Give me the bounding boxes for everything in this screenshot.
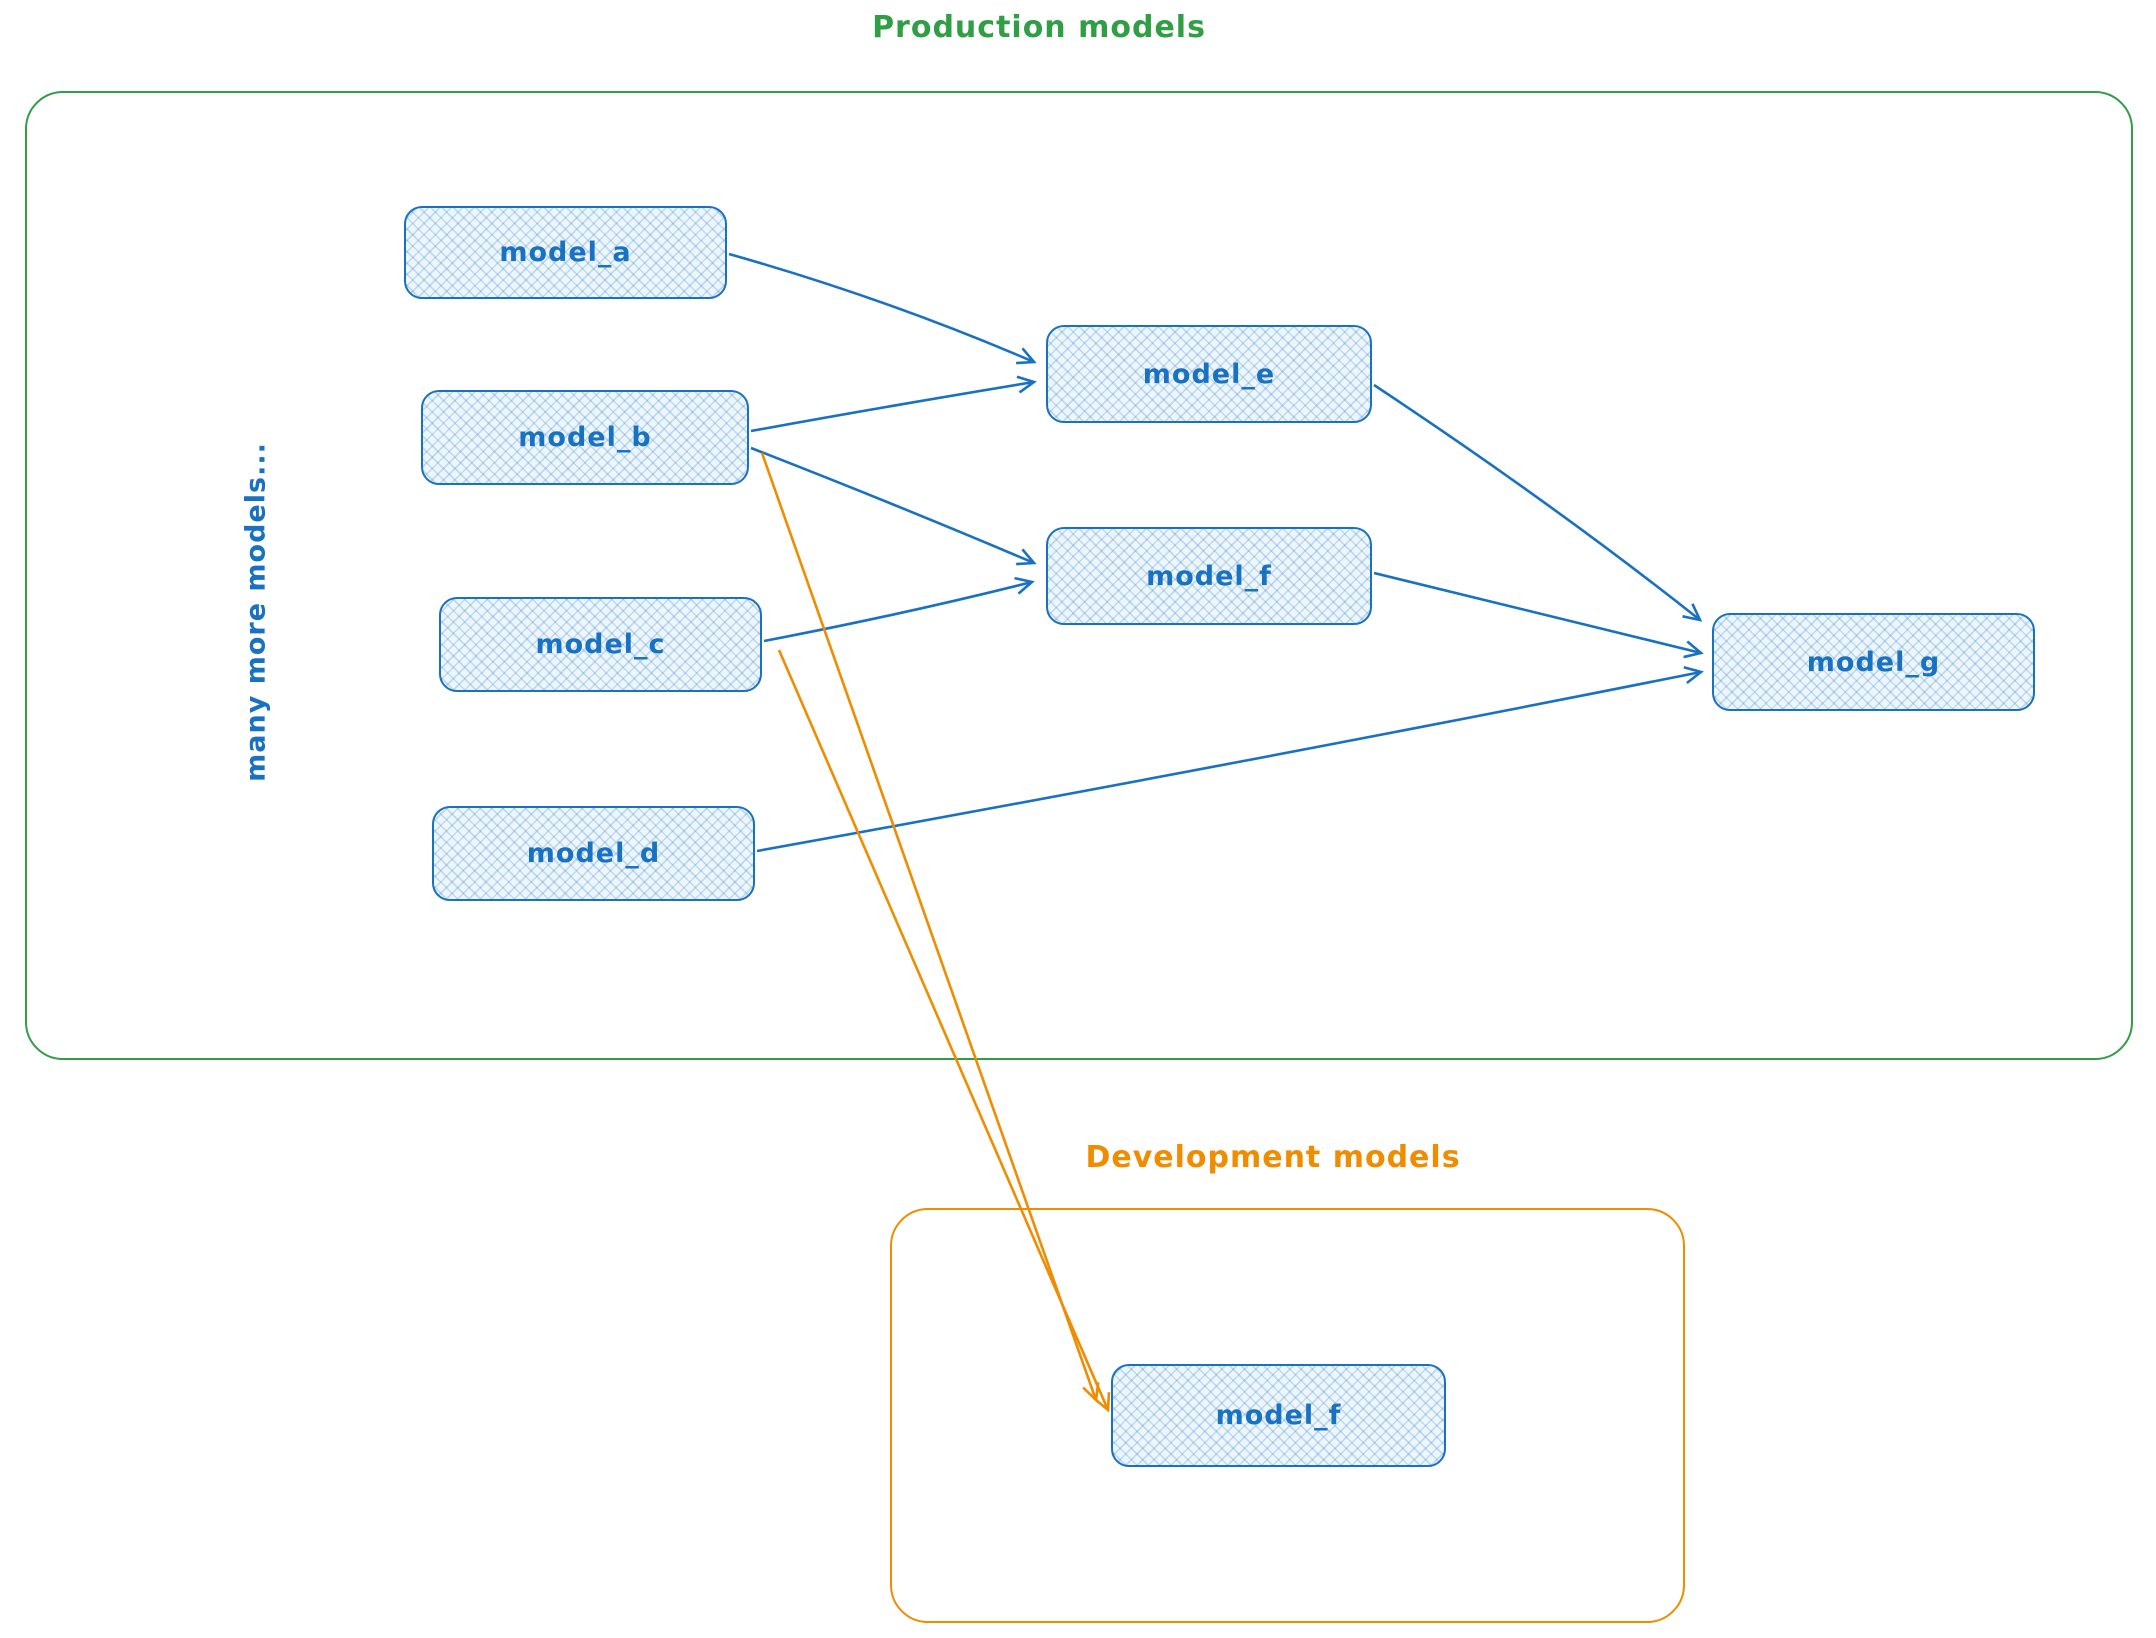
node-model-f-label: model_f [1146,560,1272,592]
node-model-g-label: model_g [1806,646,1941,678]
node-dev-model-f-label: model_f [1215,1400,1342,1431]
node-model-b-label: model_b [518,422,652,453]
node-model-e: model_e [1046,325,1372,423]
node-model-a: model_a [404,206,727,299]
node-model-d: model_d [432,806,755,901]
node-model-e-label: model_e [1142,358,1276,390]
development-group-title: Development models [1085,1140,1461,1175]
node-model-c-label: model_c [535,629,666,660]
many-more-models-note: many more models... [240,442,272,782]
node-model-g: model_g [1712,613,2035,711]
node-model-b: model_b [421,390,749,485]
node-model-a-label: model_a [499,237,632,268]
node-dev-model-f: model_f [1111,1364,1446,1467]
node-model-d-label: model_d [526,838,661,869]
node-model-f: model_f [1046,527,1372,625]
production-group-title: Production models [872,10,1206,45]
development-group-box [890,1208,1685,1623]
node-model-c: model_c [439,597,762,692]
